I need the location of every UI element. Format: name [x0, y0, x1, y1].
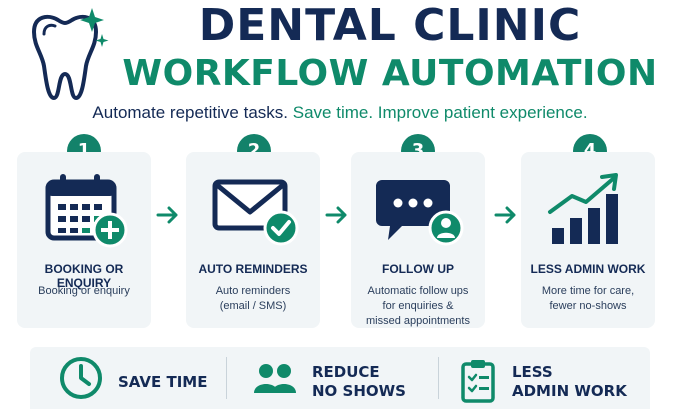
step-description: Automatic follow ups for enquiries & mis…	[366, 285, 470, 327]
benefit-label: SAVE TIME	[118, 373, 208, 391]
step-card-reminders: AUTO REMINDERS Auto reminders (email / S…	[186, 152, 320, 328]
benefits-bar: SAVE TIME REDUCE NO SHOWS LESS ADMIN WOR…	[30, 347, 650, 409]
growth-chart-icon	[521, 170, 655, 248]
divider	[438, 357, 439, 399]
benefit-reduce-no-shows: REDUCE NO SHOWS	[252, 347, 432, 409]
step-title: LESS ADMIN WORK	[530, 262, 646, 276]
step-title: FOLLOW UP	[382, 262, 454, 276]
arrow-right-icon	[325, 206, 347, 224]
arrow-right-icon	[494, 206, 516, 224]
calendar-plus-icon	[17, 170, 151, 248]
clock-icon	[60, 357, 102, 399]
divider	[226, 357, 227, 399]
benefit-less-admin-work: LESS ADMIN WORK	[460, 347, 640, 409]
page-subtitle: WORKFLOW AUTOMATION	[122, 53, 658, 94]
step-description: Auto reminders (email / SMS)	[215, 285, 291, 312]
benefit-label: REDUCE NO SHOWS	[312, 363, 406, 400]
step-card-booking: BOOKING OR ENQUIRY Booking or enquiry	[17, 152, 151, 328]
users-icon	[254, 364, 296, 393]
arrow-right-icon	[156, 206, 178, 224]
step-description: Booking or enquiry	[38, 285, 130, 297]
benefit-label: LESS ADMIN WORK	[512, 363, 627, 400]
tagline-green: Save time. Improve patient experience.	[292, 103, 588, 122]
step-title: AUTO REMINDERS	[198, 262, 308, 276]
tagline: Automate repetitive tasks. Save time. Im…	[0, 102, 680, 124]
chat-user-icon	[351, 170, 485, 248]
page-title: DENTAL CLINIC	[198, 0, 582, 51]
benefit-save-time: SAVE TIME	[58, 347, 228, 409]
step-title: BOOKING OR ENQUIRY	[44, 262, 124, 290]
step-card-less-admin: LESS ADMIN WORK More time for care, fewe…	[521, 152, 655, 328]
clipboard-icon	[461, 360, 495, 403]
tooth-logo-icon	[14, 4, 114, 104]
step-description: More time for care, fewer no-shows	[541, 285, 635, 312]
step-card-follow-up: FOLLOW UP Automatic follow ups for enqui…	[351, 152, 485, 328]
envelope-check-icon	[186, 170, 320, 248]
tagline-dark: Automate repetitive tasks.	[92, 103, 289, 122]
